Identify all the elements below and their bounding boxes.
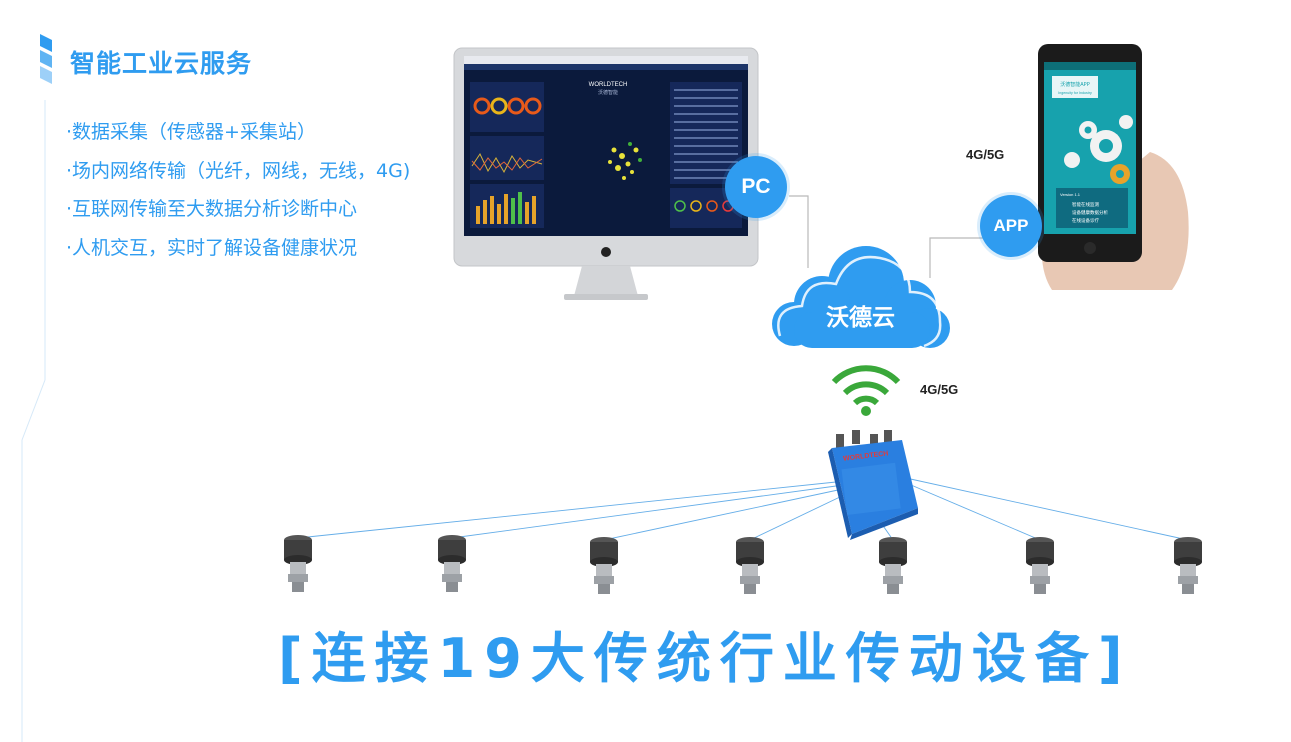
phone-version: Version 1.1 (1060, 192, 1081, 197)
monitor-brand: WORLDTECH (589, 82, 628, 88)
vibration-sensor-icon (736, 537, 764, 594)
wifi-icon (830, 360, 902, 418)
sensor-row (270, 530, 1210, 598)
vibration-sensor-icon (1174, 537, 1202, 594)
vibration-sensor-icon (590, 537, 618, 594)
phone-tagline: Ingenuity for Industry (1058, 91, 1092, 95)
phone-network-label: 4G/5G (966, 147, 1004, 162)
vibration-sensor-icon (438, 535, 466, 592)
acquisition-station-image: WORLDTECH (826, 424, 922, 542)
station-network-label: 4G/5G (920, 382, 958, 397)
cloud-label: 沃德云 (826, 298, 895, 332)
banner-text: [连接19大传统行业传动设备] (278, 614, 1132, 693)
phone-caption-1: 智能在线监测 (1072, 201, 1099, 208)
apple-logo-icon (601, 247, 611, 257)
phone-caption-3: 在线设备诊疗 (1072, 217, 1099, 224)
phone-caption-2: 设备健康数据分析 (1072, 209, 1108, 216)
monitor-subtitle: 沃德智能 (598, 89, 618, 96)
vibration-sensor-icon (1026, 537, 1054, 594)
vibration-sensor-icon (284, 535, 312, 592)
vibration-sensor-icon (879, 537, 907, 594)
app-node: APP (980, 195, 1042, 257)
cloud-icon (762, 236, 958, 354)
desktop-monitor-image: WORLDTECH 沃德智能 (452, 46, 760, 304)
smartphone-image: 沃德智能APP Ingenuity for Industry Version 1… (1032, 42, 1202, 298)
pc-node: PC (725, 156, 787, 218)
phone-app-name: 沃德智能APP (1060, 81, 1089, 88)
